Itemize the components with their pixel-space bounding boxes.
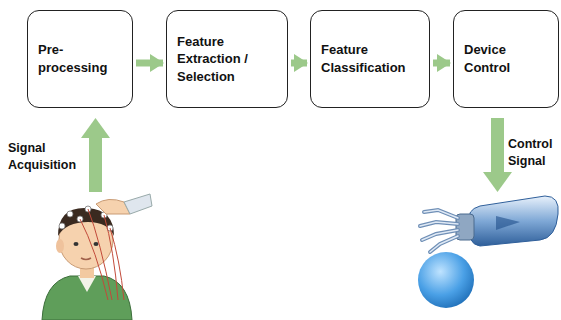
up-arrow	[81, 118, 110, 192]
arrow-label: Signal Acquisition	[8, 140, 76, 174]
process-box: Feature Classification	[310, 10, 430, 108]
process-box: Feature Extraction / Selection	[166, 10, 288, 108]
child-figure	[42, 194, 152, 320]
arrow-label: Control Signal	[508, 136, 552, 170]
flow-arrow	[433, 60, 450, 67]
box-label: Pre-processing	[38, 41, 122, 76]
box-label: Device Control	[464, 41, 548, 76]
process-box: Device Control	[453, 10, 559, 108]
box-label: Feature Classification	[321, 41, 419, 76]
flow-arrow	[136, 60, 163, 67]
robotic-arm	[420, 196, 558, 252]
box-label: Feature Extraction / Selection	[177, 33, 277, 86]
flow-arrow	[291, 60, 307, 67]
sphere	[418, 252, 474, 308]
process-box: Pre-processing	[27, 10, 133, 108]
down-arrow	[483, 118, 512, 192]
